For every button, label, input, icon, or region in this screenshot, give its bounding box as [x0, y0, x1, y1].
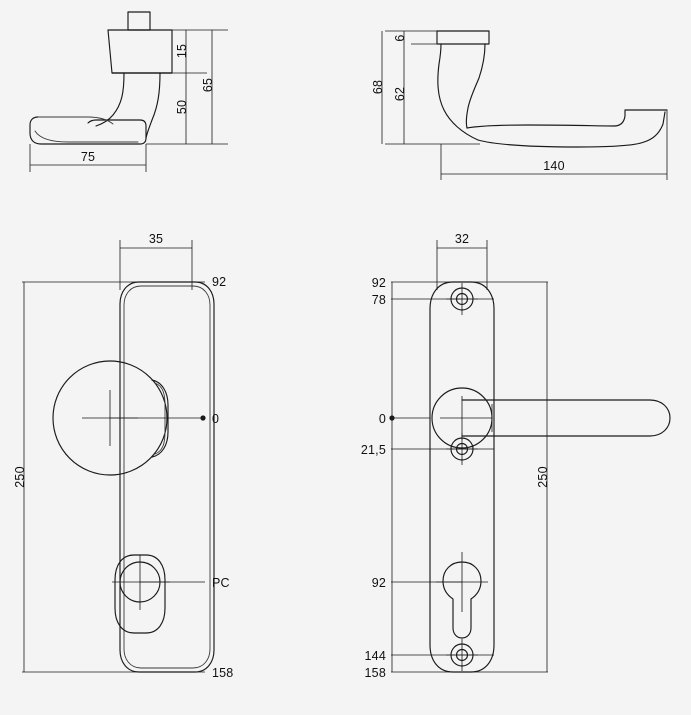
dim-label-62: 62: [393, 87, 407, 101]
dim-label-bl-92: 92: [212, 275, 226, 289]
lever-tip-outer: [643, 111, 666, 143]
knob-grip-top-edge: [37, 116, 114, 125]
dim-label-br-158: 158: [365, 666, 386, 680]
dim-label-bl-0: 0: [212, 412, 219, 426]
lever-arm-outline: [461, 399, 671, 437]
dim-label-bl-35: 35: [149, 232, 163, 246]
dim-label-6: 6: [393, 34, 407, 41]
dim-label-br-92-bottom: 92: [372, 576, 386, 590]
dim-label-br-250: 250: [536, 466, 550, 487]
knob-grip-inner-line: [34, 130, 139, 143]
view-lever-side-elevation: 6 62 68 140: [371, 30, 668, 180]
lever-neck-left: [437, 43, 479, 141]
dim-label-br-144: 144: [365, 649, 386, 663]
knob-side-protrusion: [151, 379, 169, 458]
dim-label-br-0: 0: [379, 412, 386, 426]
knob-grip-outline: [29, 116, 147, 145]
knob-neck-right: [145, 72, 161, 139]
knob-rose: [107, 29, 173, 74]
dim-label-65: 65: [201, 78, 215, 92]
dim-label-br-92-top: 92: [372, 276, 386, 290]
knob-backplate-outline: [119, 281, 215, 673]
dim-label-br-32: 32: [455, 232, 469, 246]
lever-tip: [613, 109, 668, 127]
dim-label-15: 15: [175, 44, 189, 58]
dim-label-68: 68: [371, 80, 385, 94]
dim-label-bl-158: 158: [212, 666, 233, 680]
view-knob-plate-front: 250 35 92 0 PC 158: [13, 232, 233, 680]
dim-label-75: 75: [81, 150, 95, 164]
dim-label-50: 50: [175, 100, 189, 114]
euro-cylinder-keyhole: [442, 561, 482, 639]
dim-label-bl-250: 250: [13, 466, 27, 487]
dim-label-br-21-5: 21,5: [361, 443, 386, 457]
lever-spindle-crosshair: [440, 396, 492, 440]
dim-label-bl-pc: PC: [212, 576, 230, 590]
dim-label-br-78: 78: [372, 293, 386, 307]
lever-neck-right: [465, 43, 486, 129]
datum-dot-bl-0: [200, 415, 206, 421]
lever-arm-top: [466, 124, 615, 129]
knob-plate-cylinder-oval: [114, 554, 166, 634]
knob-protrusion-inner: [154, 382, 166, 455]
lever-arm-bottom: [477, 139, 645, 148]
lever-backplate-outline: [429, 281, 495, 673]
knob-backplate-inner: [123, 285, 211, 669]
dim-label-140: 140: [543, 159, 564, 173]
lever-rose: [436, 30, 490, 45]
view-lever-plate-front: 250 32 92 78 0 21,5 92 144 158: [361, 232, 671, 680]
spindle-stub: [127, 11, 151, 31]
knob-neck-left: [95, 72, 125, 127]
view-knob-side-elevation: 15 50 65 75: [29, 11, 228, 172]
